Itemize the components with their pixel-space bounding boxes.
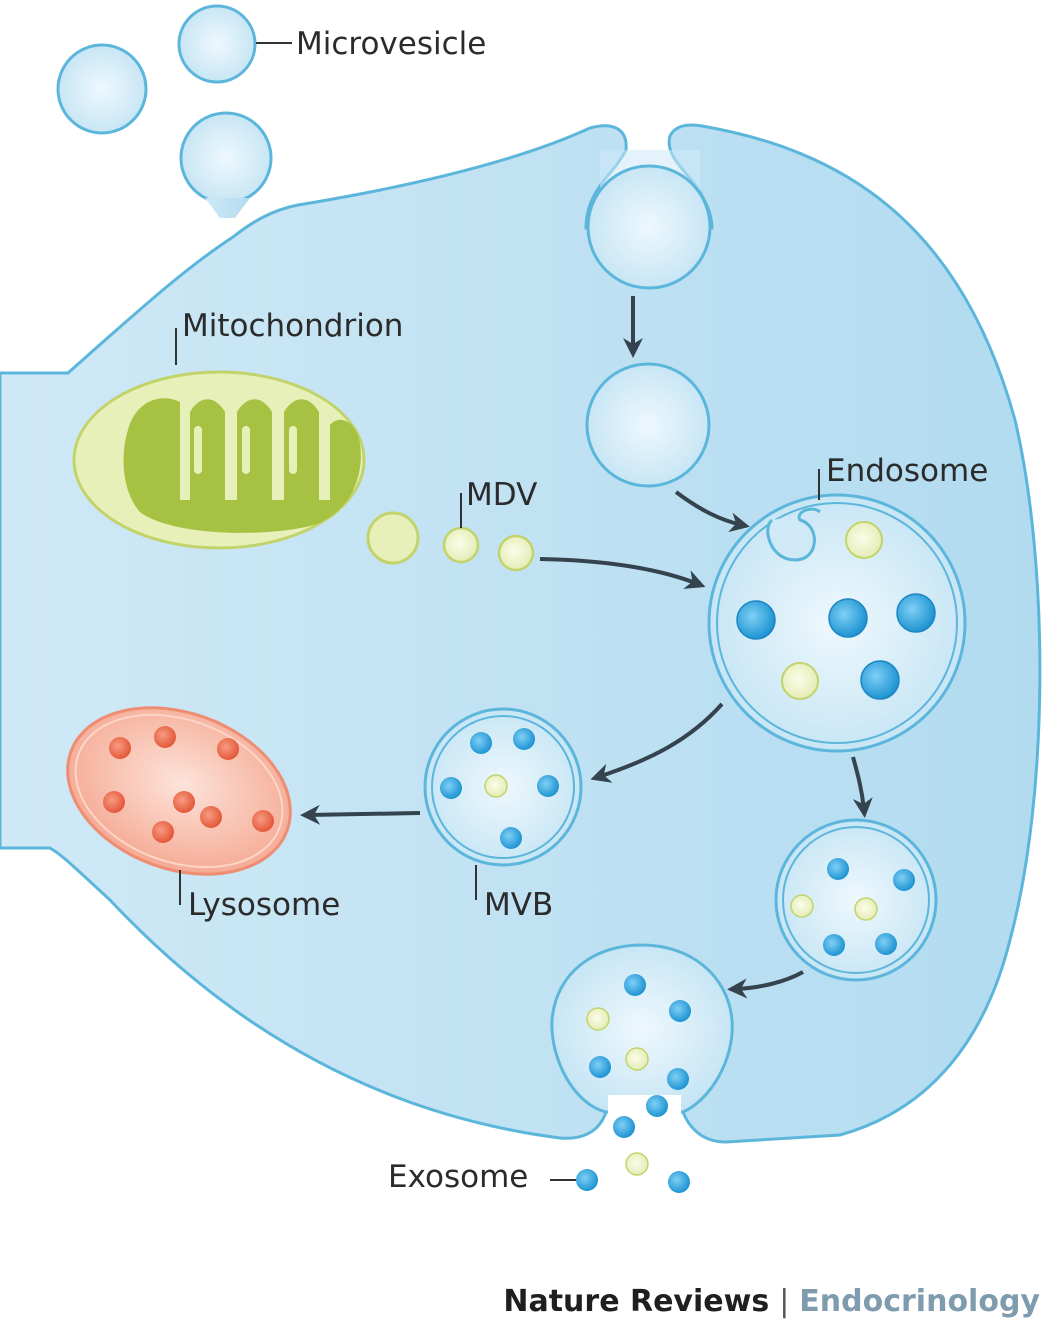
arrow-to-endosome	[674, 490, 750, 533]
exosome-label: Exosome	[388, 1159, 528, 1195]
lysosome-cargo	[152, 821, 174, 843]
cargo-blue	[646, 1095, 668, 1117]
journal-credit: Nature Reviews | Endocrinology	[503, 1284, 1040, 1319]
leader-lines	[175, 42, 820, 1181]
cargo-blue	[827, 858, 849, 880]
cargo-mdv	[845, 521, 883, 559]
cargo-mdv	[586, 1007, 610, 1031]
lysosome-inner-membrane	[74, 713, 284, 869]
lysosome-cargo	[252, 810, 274, 832]
lysosome-cargo	[154, 726, 176, 748]
arrow-mdv-to-endosome	[539, 557, 706, 589]
microvesicle-released-1	[56, 43, 148, 135]
cargo-blue	[513, 728, 535, 750]
microvesicles	[56, 4, 273, 218]
microvesicle-released-2	[177, 4, 257, 84]
publisher-name: Nature Reviews	[503, 1284, 770, 1319]
cargo-blue	[896, 593, 936, 633]
cargo-blue	[875, 933, 897, 955]
microvesicle-label: Microvesicle	[296, 26, 486, 62]
exosome-blue	[576, 1169, 598, 1191]
cargo-blue	[667, 1068, 689, 1090]
cargo-blue	[589, 1056, 611, 1078]
cargo-blue	[624, 974, 646, 996]
mvb-inner-membrane	[431, 715, 575, 859]
credit-separator: |	[779, 1284, 790, 1319]
pathway-arrows	[300, 296, 873, 999]
lysosome-cargo	[103, 791, 125, 813]
arrow-secretory-mvb-to-membrane	[727, 970, 804, 999]
lysosome-cargo	[200, 806, 222, 828]
cargo-blue	[440, 777, 462, 799]
mvb-secretory	[774, 818, 938, 982]
lysosome-cargo	[109, 737, 131, 759]
mvb-label: MVB	[484, 887, 553, 923]
endosome-label: Endosome	[826, 453, 988, 489]
arrow-endosome-to-secretory-mvb	[851, 756, 873, 818]
cargo-blue	[828, 598, 868, 638]
fusion-pocket	[550, 943, 734, 1114]
endocytic-vesicle	[585, 362, 711, 488]
cargo-mdv	[625, 1047, 649, 1071]
cargo-blue	[537, 775, 559, 797]
cargo-blue	[823, 934, 845, 956]
lysosome	[66, 706, 292, 876]
endosome-inner-membrane	[716, 502, 958, 744]
journal-name: Endocrinology	[799, 1284, 1040, 1319]
cargo-blue	[500, 827, 522, 849]
cargo-blue	[470, 732, 492, 754]
cargo-mdv	[854, 897, 878, 921]
lysosome-label: Lysosome	[188, 887, 340, 923]
released-exosomes	[576, 1116, 690, 1193]
exosome-blue	[613, 1116, 635, 1138]
cargo-mdv	[790, 894, 814, 918]
cargo-blue	[893, 869, 915, 891]
cristae-gaps	[194, 426, 297, 474]
arrow-mvb-to-lysosome	[300, 804, 421, 825]
mitochondrion	[72, 370, 420, 565]
exosome-blue	[668, 1171, 690, 1193]
mvb	[423, 707, 583, 867]
arrow-endosome-to-mvb	[590, 702, 724, 783]
lysosome-cargo	[217, 738, 239, 760]
cargo-blue	[669, 1000, 691, 1022]
mitochondrion-bud	[366, 511, 420, 565]
cargo-blue	[736, 600, 776, 640]
microvesicle-budding	[179, 111, 273, 205]
mdv-vesicle-1	[442, 526, 480, 564]
mdv-label: MDV	[466, 477, 537, 513]
mvb-secretory-inner-membrane	[782, 826, 930, 974]
exosome-mdv	[625, 1152, 649, 1176]
cargo-blue	[860, 660, 900, 700]
endosome	[707, 493, 967, 753]
cargo-mdv	[781, 662, 819, 700]
endocytic-vesicle-forming	[586, 164, 712, 290]
lysosome-cargo	[173, 791, 195, 813]
endosome-invagination	[766, 507, 821, 562]
budding-neck	[205, 198, 250, 218]
mdv-vesicle-2	[497, 534, 535, 572]
mitochondrion-label: Mitochondrion	[182, 308, 403, 344]
cargo-mdv	[484, 774, 508, 798]
